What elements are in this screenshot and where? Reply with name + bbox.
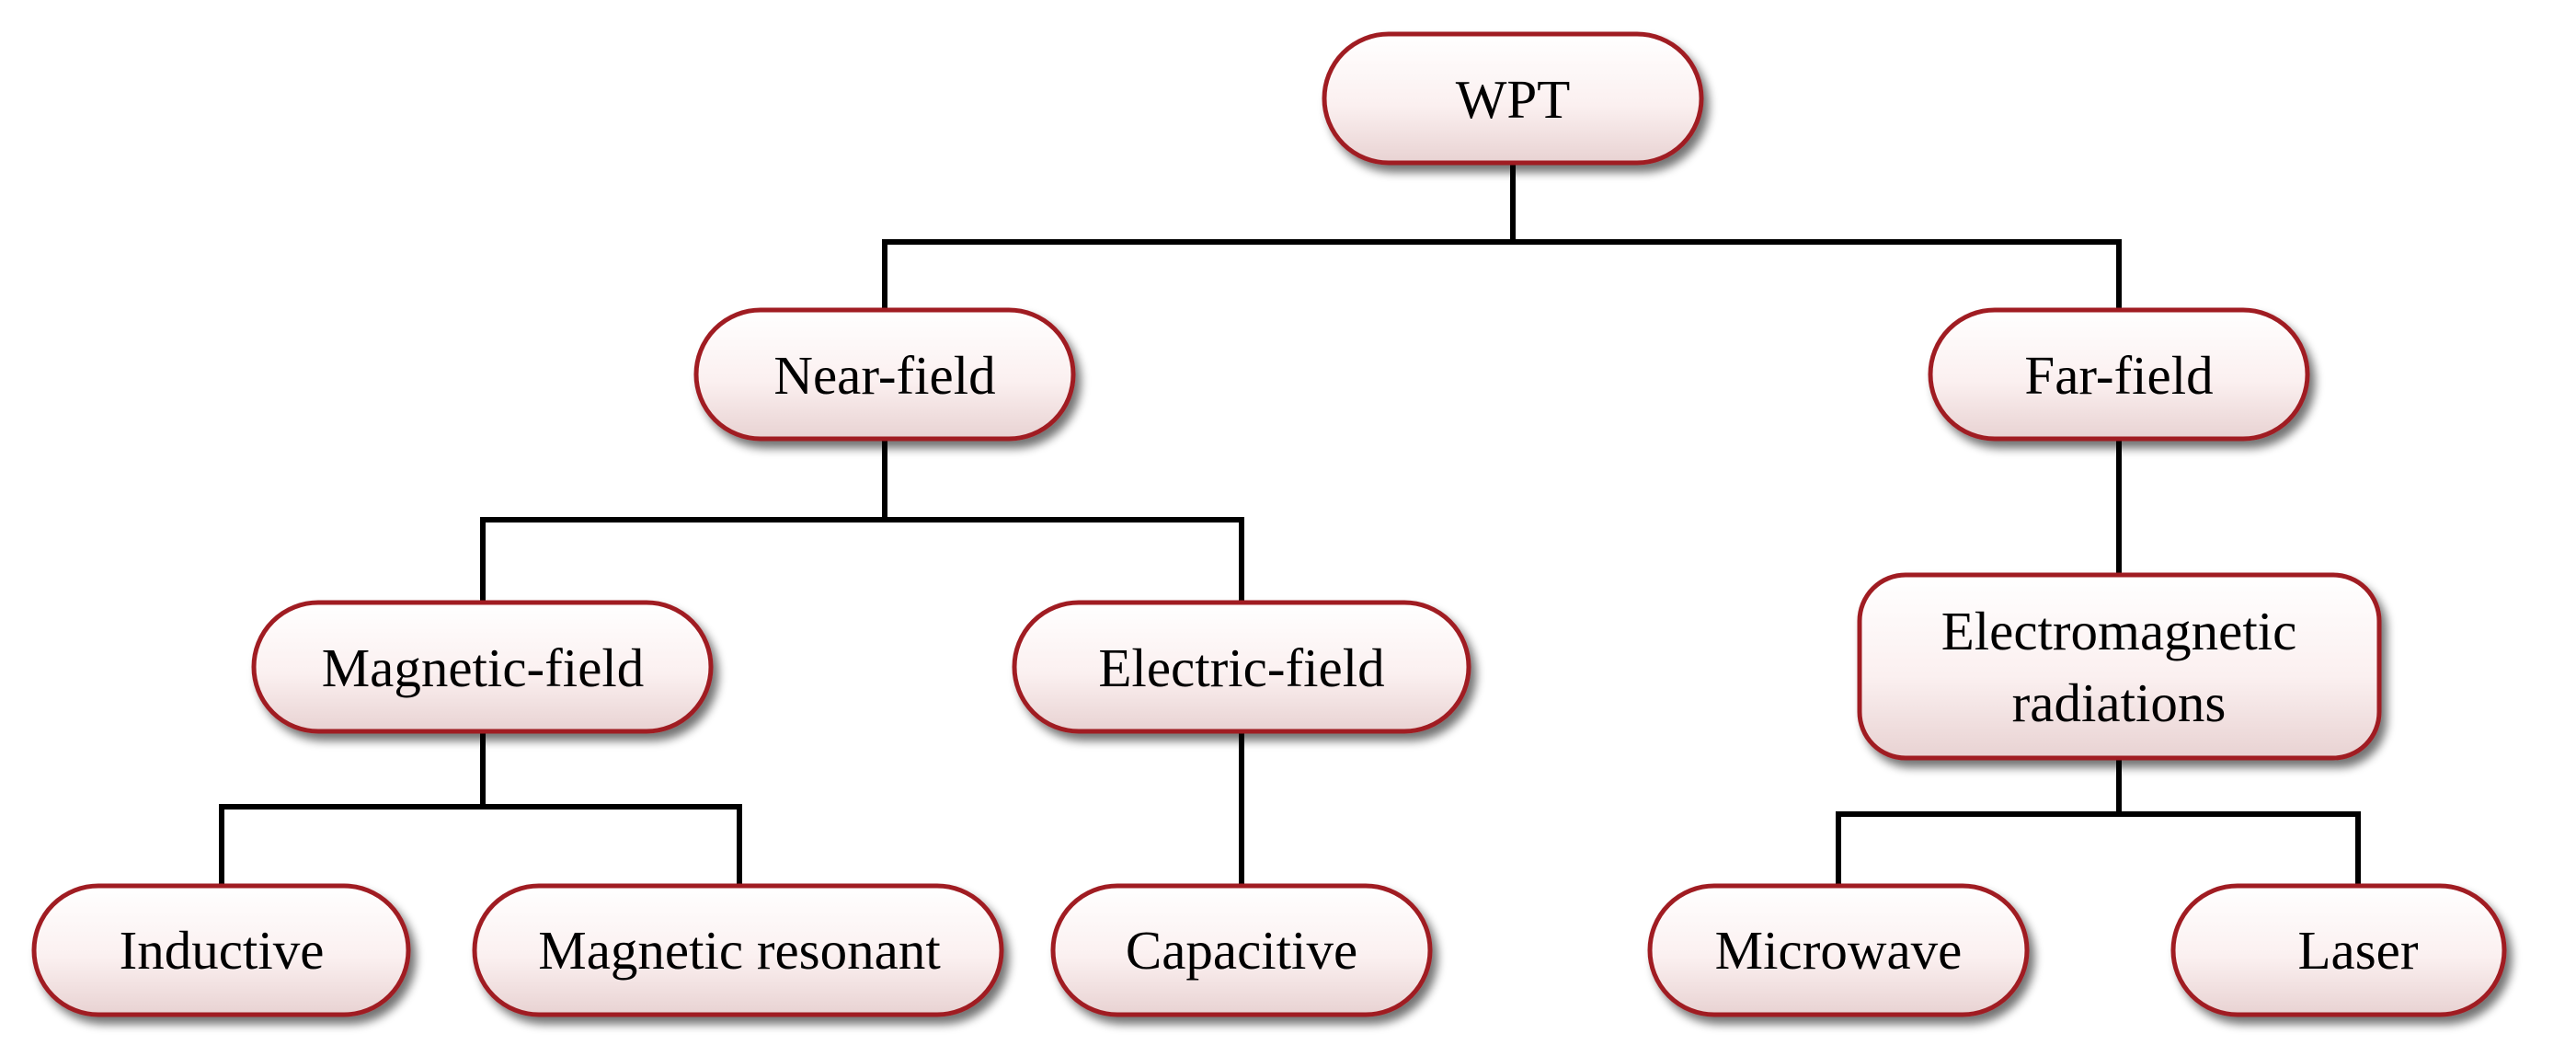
node-microwave: Microwave <box>1647 883 2030 1017</box>
node-inductive-label: Inductive <box>120 920 325 981</box>
node-em-radiations-line2: radiations <box>2012 672 2227 733</box>
connector-nearfield-to-children <box>480 437 1244 605</box>
node-wpt-label: WPT <box>1456 69 1571 130</box>
node-magnetic-field-label: Magnetic-field <box>322 637 645 698</box>
node-capacitive: Capacitive <box>1050 883 1433 1017</box>
connector-magnetic-to-children <box>219 731 742 889</box>
connector-wpt-to-level1 <box>882 163 2122 313</box>
node-laser-label: Laser <box>2297 920 2418 981</box>
node-electric-field: Electric-field <box>1012 600 1471 734</box>
node-capacitive-label: Capacitive <box>1126 920 1357 981</box>
node-near-field: Near-field <box>693 307 1076 442</box>
node-far-field: Far-field <box>1928 307 2310 442</box>
node-em-radiations-line1: Electromagnetic <box>1941 601 2297 661</box>
node-inductive: Inductive <box>31 883 411 1017</box>
node-magnetic-resonant-label: Magnetic resonant <box>538 920 941 981</box>
node-far-field-label: Far-field <box>2024 345 2213 406</box>
node-wpt: WPT <box>1322 31 1704 166</box>
node-magnetic-field: Magnetic-field <box>251 600 714 734</box>
connector-em-to-children <box>1836 755 2361 889</box>
node-laser: Laser <box>2170 883 2507 1017</box>
node-electric-field-label: Electric-field <box>1098 637 1384 698</box>
connectors <box>219 163 2361 889</box>
node-near-field-label: Near-field <box>773 345 995 406</box>
node-em-radiations: Electromagnetic radiations <box>1857 572 2382 761</box>
node-magnetic-resonant: Magnetic resonant <box>472 883 1004 1017</box>
node-microwave-label: Microwave <box>1715 920 1963 981</box>
